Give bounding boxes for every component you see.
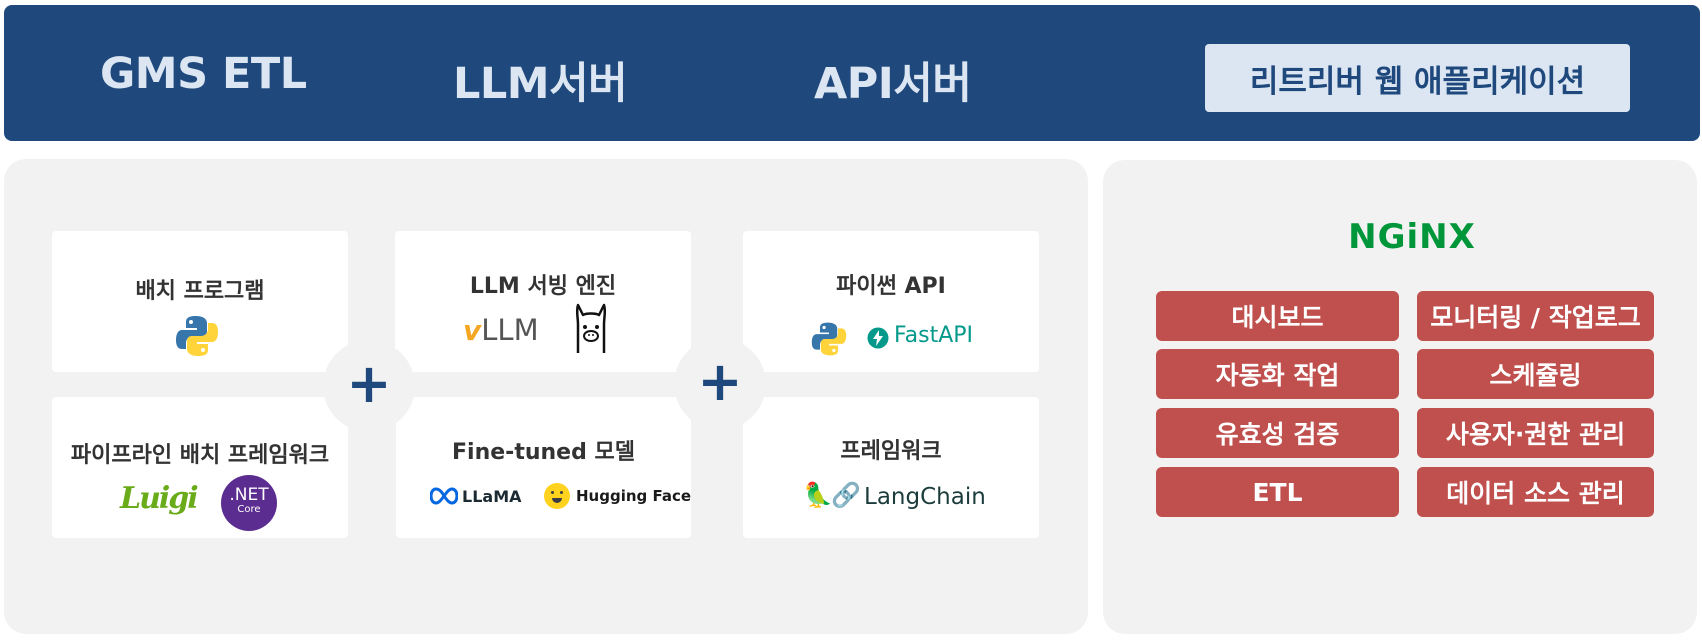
header-item-llm-server: LLM서버 bbox=[453, 59, 628, 109]
core-label: Core bbox=[237, 504, 261, 515]
card-llm-serving-engine: LLM 서빙 엔진 vLLM bbox=[395, 231, 691, 372]
card-title: Fine-tuned 모델 bbox=[452, 440, 635, 465]
python-logo-icon bbox=[811, 322, 847, 356]
dotnet-core-logo: .NET Core bbox=[221, 475, 277, 531]
card-fine-tuned-model: Fine-tuned 모델 LLaMA Hugging Face bbox=[396, 397, 691, 538]
feature-data-source-management[interactable]: 데이터 소스 관리 bbox=[1417, 467, 1654, 517]
card-title: LLM 서빙 엔진 bbox=[469, 274, 617, 299]
langchain-label: LangChain bbox=[864, 484, 986, 510]
feature-etl[interactable]: ETL bbox=[1156, 467, 1399, 517]
nginx-logo: NGiNX bbox=[1348, 217, 1476, 257]
dotnet-label: .NET bbox=[229, 485, 269, 505]
card-title: 배치 프로그램 bbox=[135, 279, 265, 304]
vllm-v-icon: v bbox=[463, 314, 482, 347]
plus-connector-2: + bbox=[674, 338, 766, 430]
fastapi-label: FastAPI bbox=[894, 323, 974, 348]
plus-connector-1: + bbox=[323, 340, 415, 432]
header-bar: GMS ETL LLM서버 API서버 리트리버 웹 애플리케이션 bbox=[4, 5, 1700, 141]
feature-monitoring-logs[interactable]: 모니터링 / 작업로그 bbox=[1417, 291, 1654, 341]
card-framework: 프레임워크 🦜 🔗 LangChain bbox=[743, 397, 1039, 538]
header-item-gms-etl: GMS ETL bbox=[100, 49, 307, 99]
plus-icon: + bbox=[346, 352, 392, 415]
fastapi-bolt-icon bbox=[867, 327, 889, 349]
card-title: 파이썬 API bbox=[836, 274, 946, 299]
vllm-logo: vLLM bbox=[463, 313, 539, 347]
feature-scheduling[interactable]: 스케쥴링 bbox=[1417, 349, 1654, 399]
meta-infinity-icon bbox=[430, 487, 458, 505]
llama-icon bbox=[575, 303, 607, 353]
hugging-face-label: Hugging Face bbox=[576, 487, 692, 505]
parrot-icon: 🦜 bbox=[803, 481, 833, 509]
card-batch-program: 배치 프로그램 bbox=[52, 231, 348, 372]
feature-automation[interactable]: 자동화 작업 bbox=[1156, 349, 1399, 399]
card-title: 파이프라인 배치 프레임워크 bbox=[70, 443, 330, 468]
retriever-web-app-button[interactable]: 리트리버 웹 애플리케이션 bbox=[1205, 44, 1630, 112]
card-title: 프레임워크 bbox=[840, 439, 942, 464]
chain-link-icon: 🔗 bbox=[831, 481, 861, 509]
feature-user-permissions[interactable]: 사용자·권한 관리 bbox=[1417, 408, 1654, 458]
vllm-label: LLM bbox=[481, 313, 539, 347]
python-logo-icon bbox=[176, 316, 218, 356]
card-pipeline-batch-framework: 파이프라인 배치 프레임워크 Luigi .NET Core bbox=[52, 397, 348, 538]
feature-dashboard[interactable]: 대시보드 bbox=[1156, 291, 1399, 341]
header-item-api-server: API서버 bbox=[814, 59, 972, 109]
card-python-api: 파이썬 API FastAPI bbox=[743, 231, 1039, 372]
luigi-logo: Luigi bbox=[120, 481, 199, 516]
feature-validation[interactable]: 유효성 검증 bbox=[1156, 408, 1399, 458]
plus-icon: + bbox=[697, 350, 743, 413]
llama-model-label: LLaMA bbox=[462, 487, 522, 506]
hugging-face-icon bbox=[544, 483, 570, 509]
